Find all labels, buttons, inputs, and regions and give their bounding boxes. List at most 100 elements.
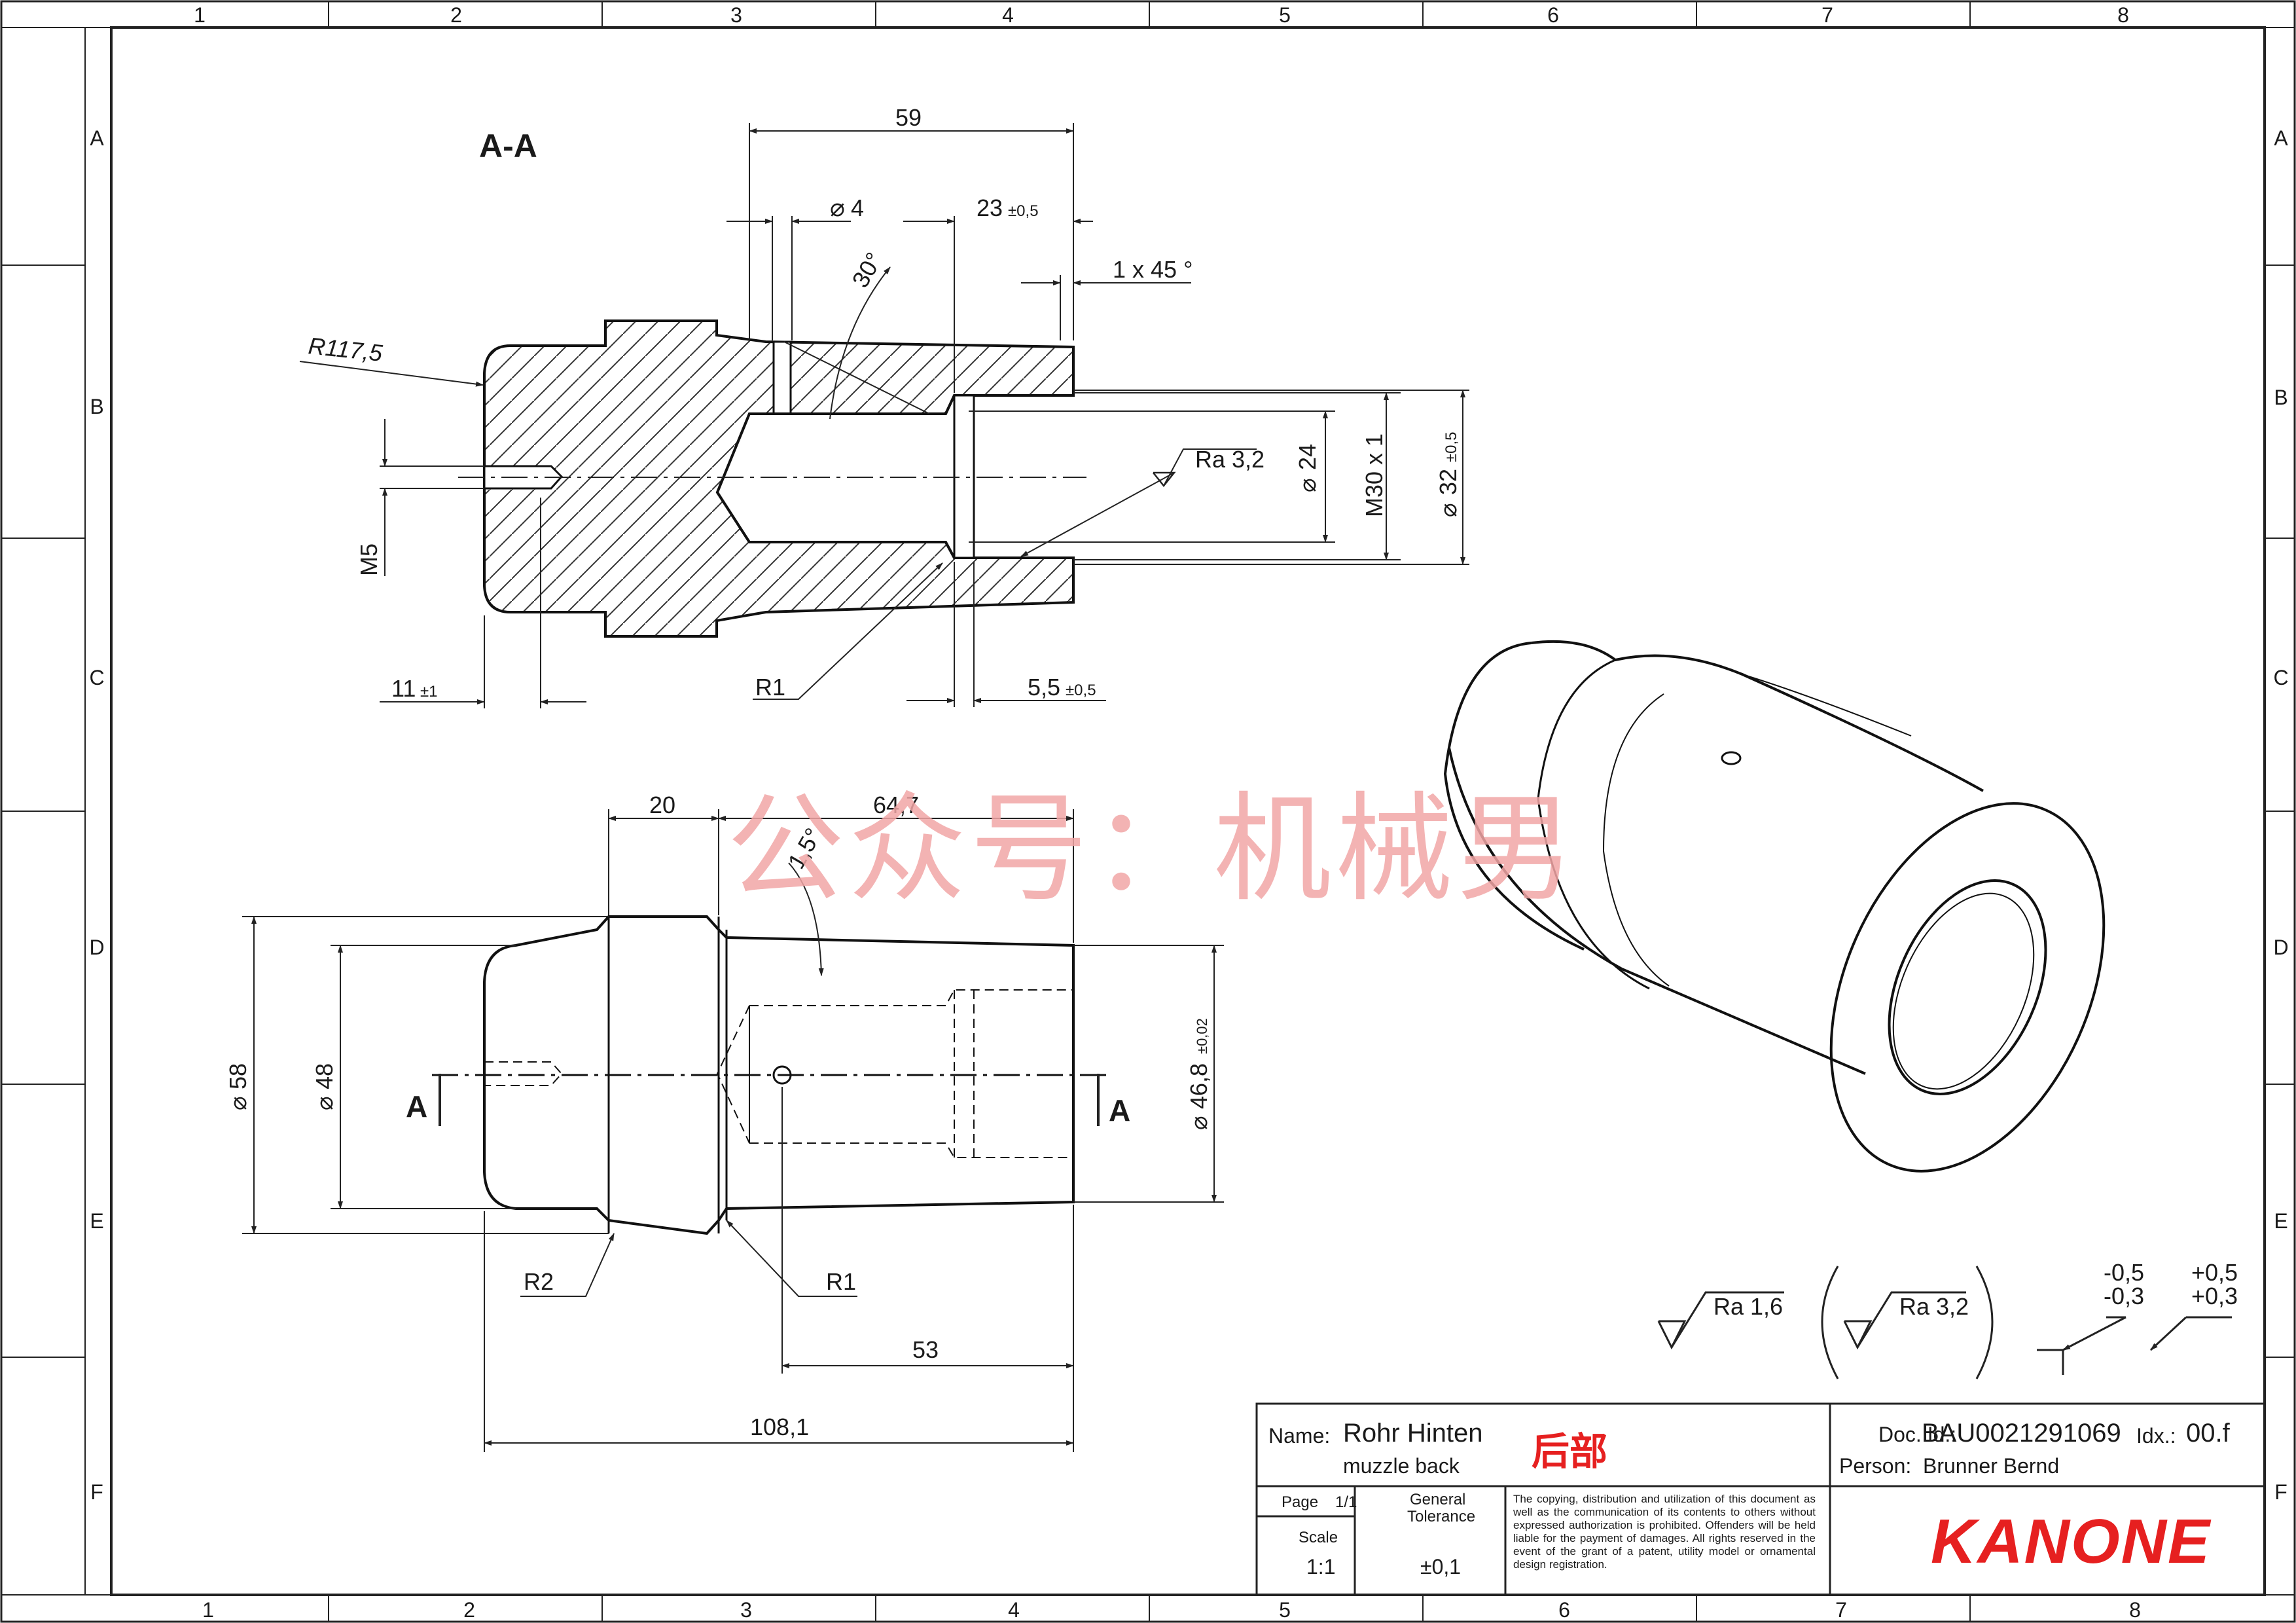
doc-id-label: Doc. Id.:: [1878, 1423, 1956, 1446]
dim-phi46-8-symbol: ⌀: [1185, 1116, 1212, 1130]
dim-phi24: 24: [1294, 444, 1321, 470]
grid-row-e: E: [90, 1209, 103, 1233]
watermark: 公众号：机械男: [726, 781, 1579, 918]
part-name: Rohr Hinten: [1343, 1419, 1482, 1448]
phi4-cross-hole: [772, 340, 792, 416]
doc-id: BAU0021291069: [1922, 1419, 2121, 1448]
scale-label: Scale: [1299, 1529, 1338, 1546]
grid-row-f-right: F: [2274, 1480, 2287, 1504]
section-dimensions: [299, 123, 1469, 708]
dim-r1-section: R1: [755, 674, 785, 701]
surface-labels: Ra 1,6 Ra 3,2 -0,5 -0,3 +0,5 +0,3: [1713, 1259, 2238, 1320]
grid-row-a-right: A: [2274, 126, 2288, 150]
dim-23-tol: ±0,5: [1008, 202, 1039, 220]
grid-col-2-bottom: 2: [463, 1598, 475, 1622]
dim-m30: M30 x 1: [1361, 433, 1388, 517]
grid-col-2: 2: [450, 3, 462, 27]
grid-row-d: D: [89, 936, 104, 959]
general-tolerance-label: General: [1410, 1491, 1465, 1508]
person-label: Person:: [1839, 1454, 1911, 1478]
tol-neg-upper: -0,5: [2104, 1259, 2144, 1286]
dim-phi4: 4: [851, 194, 864, 221]
title-block: [1255, 1402, 2266, 1596]
dim-phi24-symbol: ⌀: [1294, 478, 1321, 492]
copyright-notice: The copying, distribution and utilizatio…: [1513, 1493, 1816, 1571]
dim-phi48-symbol: ⌀: [311, 1096, 338, 1110]
cut-mark-left: A: [406, 1089, 427, 1123]
grid-row-c: C: [89, 666, 104, 689]
grid-col-6: 6: [1547, 3, 1559, 27]
grid-col-7: 7: [1821, 3, 1833, 27]
dim-20: 20: [649, 792, 675, 818]
dim-angle-30: 30°: [846, 247, 888, 292]
grid-row-f: F: [90, 1480, 103, 1504]
company-logo: KANONE: [1931, 1506, 2212, 1577]
dim-108-1: 108,1: [750, 1413, 809, 1440]
dim-64-7: 64,7: [873, 792, 919, 818]
general-tolerance-value: ±0,1: [1420, 1555, 1461, 1578]
isometric-view: [1443, 640, 2106, 1173]
side-outline: [483, 915, 1075, 1235]
name-label: Name:: [1268, 1424, 1330, 1448]
dim-23: 23: [977, 194, 1003, 221]
dim-phi32-symbol: ⌀: [1435, 503, 1462, 517]
person-name: Brunner Bernd: [1923, 1454, 2059, 1478]
cut-mark-right: A: [1109, 1093, 1130, 1127]
dim-11: 11: [391, 675, 416, 702]
inner-bore: [715, 394, 970, 559]
dim-phi46-8-tol: ±0,02: [1194, 1018, 1210, 1054]
dim-59: 59: [895, 104, 922, 131]
dim-5-5: 5,5: [1028, 674, 1060, 701]
tol-pos-lower: +0,3: [2191, 1283, 2238, 1309]
dim-phi4-symbol: ⌀: [830, 194, 845, 222]
general-tolerance-label-2: Tolerance: [1407, 1508, 1475, 1525]
tol-neg-lower: -0,3: [2104, 1283, 2144, 1309]
dim-phi58: 58: [224, 1063, 251, 1089]
grid-row-b: B: [90, 395, 103, 418]
dim-phi32: 32: [1435, 469, 1462, 495]
surface-ra32: Ra 3,2: [1195, 446, 1265, 473]
dim-phi58-symbol: ⌀: [224, 1096, 251, 1110]
grid-labels: 1 2 3 4 5 6 7 8 1 2 3 4 5 6 7 8 A B C D …: [89, 3, 2288, 1622]
dim-m5: M5: [355, 543, 382, 576]
dim-r1-side: R1: [826, 1268, 856, 1295]
title-labels: Name: Rohr Hinten muzzle back Doc. Id.: …: [1268, 1419, 2231, 1578]
dim-53: 53: [912, 1336, 939, 1363]
grid-col-4: 4: [1002, 3, 1014, 27]
grid-col-8-bottom: 8: [2129, 1598, 2141, 1622]
dim-r2: R2: [524, 1268, 554, 1295]
grid-col-7-bottom: 7: [1835, 1598, 1847, 1622]
tol-pos-upper: +0,5: [2191, 1259, 2238, 1286]
grid-row-a: A: [90, 126, 104, 150]
page-label: Page: [1282, 1493, 1318, 1511]
surface-ra16: Ra 1,6: [1713, 1293, 1783, 1320]
dim-11-tol: ±1: [420, 683, 438, 701]
grid-col-1: 1: [194, 3, 206, 27]
surface-ra32-general: Ra 3,2: [1899, 1293, 1969, 1320]
dim-r117: R117,5: [307, 332, 384, 367]
section-title: A-A: [479, 128, 537, 164]
dim-phi32-tol: ±0,5: [1443, 431, 1460, 462]
grid-col-3: 3: [730, 3, 742, 27]
section-view-a-a: [458, 319, 1086, 638]
part-name-cn: 后部: [1532, 1429, 1608, 1474]
dim-phi46-8: 46,8: [1185, 1063, 1212, 1109]
grid-col-8: 8: [2117, 3, 2129, 27]
surface-symbols: [1657, 1266, 2232, 1379]
idx-value: 00.f: [2186, 1419, 2231, 1448]
grid-row-d-right: D: [2273, 936, 2288, 959]
dim-chamfer: 1 x 45 °: [1113, 256, 1193, 283]
idx-label: Idx.:: [2136, 1424, 2176, 1448]
grid-col-3-bottom: 3: [740, 1598, 752, 1622]
grid-row-c-right: C: [2273, 666, 2288, 689]
grid-col-1-bottom: 1: [202, 1598, 214, 1622]
grid-row-e-right: E: [2274, 1209, 2287, 1233]
grid-col-5-bottom: 5: [1279, 1598, 1291, 1622]
grid-col-6-bottom: 6: [1558, 1598, 1570, 1622]
grid-row-b-right: B: [2274, 386, 2287, 409]
page-value: 1/1: [1335, 1493, 1357, 1511]
side-labels: 20 64,7 1,5° ⌀ 58 ⌀ 48 ⌀ 46,8 ±0,02 A A …: [224, 792, 1212, 1440]
part-name-sub: muzzle back: [1343, 1454, 1460, 1478]
